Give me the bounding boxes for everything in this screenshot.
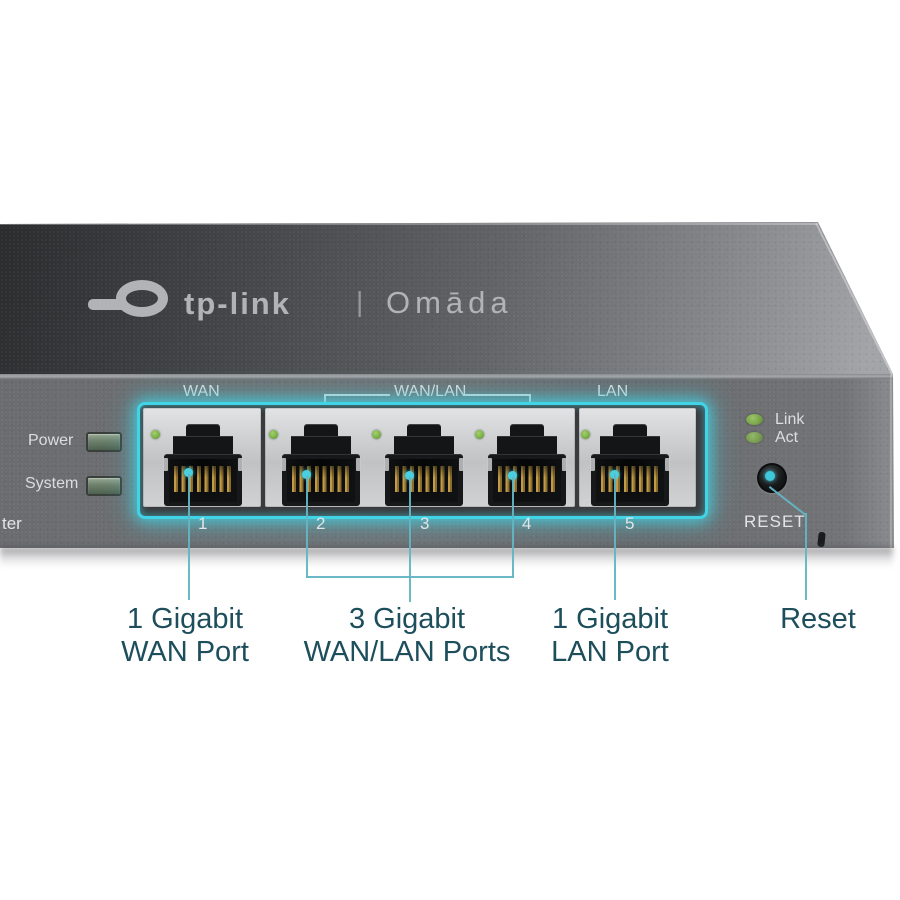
link-led-icon: [746, 414, 763, 425]
callout-lan-line2: LAN Port: [551, 636, 669, 668]
rj45-port-5: [590, 424, 670, 506]
leader-dot-port-4: [508, 471, 517, 480]
tp-link-logo-loop-icon: [116, 280, 168, 317]
reset-panel-label: RESET: [744, 512, 806, 531]
partial-model-text: ter: [2, 514, 22, 533]
wanlan-bracket-tick-right: [529, 394, 531, 407]
port-2-pins: [292, 466, 350, 492]
leader-dot-port-2: [302, 470, 311, 479]
callout-wanlan: 3 Gigabit WAN/LAN Ports: [257, 603, 557, 669]
chassis-shadow: [0, 547, 893, 567]
leader-dot-port-3: [405, 471, 414, 480]
leader-line-lan: [614, 474, 616, 600]
callout-wan: 1 Gigabit WAN Port: [60, 603, 310, 669]
rj45-port-1: [163, 424, 243, 506]
family-text: Omāda: [386, 285, 513, 320]
port-number-1: 1: [198, 514, 208, 533]
port-4-led-icon: [475, 430, 484, 439]
wanlan-bracket-right: [463, 394, 531, 396]
port-number-4: 4: [522, 514, 532, 533]
wanlan-bracket-left: [324, 394, 390, 396]
leader-line-port-4: [512, 477, 514, 578]
callout-wan-line1: 1 Gigabit: [126, 603, 244, 635]
system-led: [86, 476, 122, 496]
callout-reset: Reset: [743, 603, 893, 636]
rj45-port-3: [384, 424, 464, 506]
port-5-pins: [601, 466, 659, 492]
callout-lan: 1 Gigabit LAN Port: [490, 603, 730, 669]
port-3-led-icon: [372, 430, 381, 439]
leader-line-port-2: [306, 476, 308, 577]
wanlan-bracket-tick-left: [324, 394, 326, 407]
callout-lan-line1: 1 Gigabit: [551, 603, 669, 635]
callout-wanlan-line2: WAN/LAN Ports: [303, 636, 511, 668]
system-label: System: [25, 475, 79, 492]
logo-separator: |: [356, 286, 364, 317]
port-1-pins: [174, 466, 232, 492]
brand-text: tp-link: [184, 286, 291, 321]
port-number-2: 2: [316, 514, 326, 533]
leader-dot-port-1: [184, 468, 193, 477]
lan-group-label: LAN: [597, 383, 629, 400]
port-number-3: 3: [420, 514, 430, 533]
chassis-edge-highlight: [0, 374, 894, 379]
act-led-icon: [746, 432, 763, 443]
act-label: Act: [775, 429, 799, 446]
leader-bracket-wanlan: [306, 576, 514, 578]
leader-line-reset: [805, 513, 807, 600]
port-3-pins: [395, 466, 453, 492]
reset-highlight-dot: [765, 471, 775, 481]
leader-line-wan: [188, 474, 190, 600]
power-led: [86, 432, 122, 452]
callout-reset-label: Reset: [780, 603, 856, 635]
callout-wanlan-line1: 3 Gigabit: [348, 603, 466, 635]
wan-group-label: WAN: [183, 383, 220, 400]
chassis-top-edge: [0, 223, 818, 225]
port-5-led-icon: [581, 430, 590, 439]
wanlan-group-label: WAN/LAN: [394, 383, 467, 400]
rj45-port-2: [281, 424, 361, 506]
port-1-led-icon: [151, 430, 160, 439]
leader-line-port-3: [409, 477, 411, 602]
power-label: Power: [28, 432, 74, 449]
link-label: Link: [775, 411, 805, 428]
port-4-pins: [498, 466, 556, 492]
chassis-right-edge: [890, 374, 892, 548]
port-number-5: 5: [625, 514, 635, 533]
port-2-led-icon: [269, 430, 278, 439]
rj45-port-4: [487, 424, 567, 506]
callout-wan-line2: WAN Port: [121, 636, 249, 668]
tp-link-logo-icon: [88, 299, 126, 310]
